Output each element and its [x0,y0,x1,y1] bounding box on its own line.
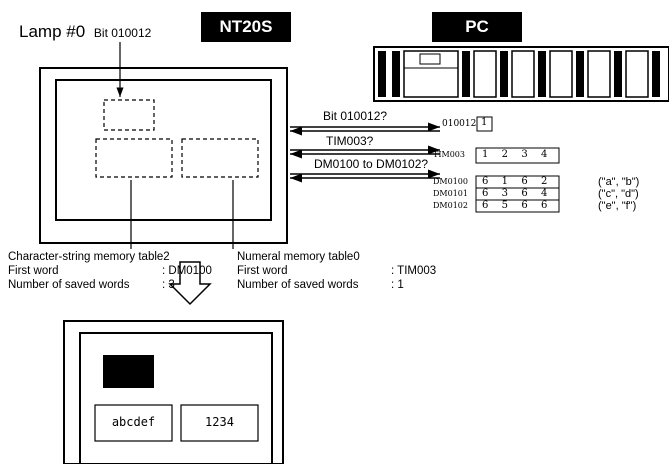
timer-address: TIM003 [433,150,465,159]
dm-digit: 4 [541,188,560,199]
dm-digit: 6 [482,200,501,211]
pc-hardware [374,47,669,101]
timer-digit: 4 [541,149,560,160]
dm-address: DM0100 [433,177,468,186]
string-first-word-label: First word [8,264,162,278]
string-first-word-value: : DM0100 [162,264,212,278]
nt20s-terminal [40,68,287,243]
dm-digits-row: 6 3 6 4 [482,188,560,199]
dm-chars: ("c", "d") [598,188,639,200]
dm-digits-row: 6 1 6 2 [482,176,560,187]
lamp-area [104,100,154,130]
numeral-saved-value: : 1 [391,278,404,292]
timer-digit: 2 [502,149,521,160]
numeral-first-word-label: First word [237,264,391,278]
dm-digit: 2 [541,176,560,187]
timer-digits: 1 2 3 4 [482,149,560,160]
dm-chars: ("e", "f") [598,200,636,212]
dm-digit: 6 [541,200,560,211]
string-saved-value: : 3 [162,278,175,292]
numeral-table-title: Numeral memory table0 [237,250,467,264]
string-table-title: Character-string memory table2 [8,250,240,264]
numeral-table-info: Numeral memory table0 First word : TIM00… [237,250,467,292]
dm-digit: 6 [521,188,540,199]
bit-address: 010012 [442,119,476,129]
numeral-display-area [182,139,258,177]
string-table-info: Character-string memory table2 First wor… [8,250,240,292]
dm-digit: 1 [502,176,521,187]
string-display-area [96,139,172,177]
dm-digit: 6 [482,176,501,187]
bit-query-label: Bit 010012? [323,109,387,123]
tim-query-label: TIM003? [326,134,373,148]
dm-digit: 5 [502,200,521,211]
numeral-display-text: 1234 [181,415,258,429]
dm-digit: 6 [482,188,501,199]
dm-digit: 6 [521,176,540,187]
dm-query-label: DM0100 to DM0102? [314,157,428,171]
dm-digits-row: 6 5 6 6 [482,200,560,211]
dm-digit: 6 [521,200,540,211]
dm-address: DM0101 [433,189,468,198]
lamp-lit [103,355,154,388]
numeral-first-word-value: : TIM003 [391,264,436,278]
dm-chars: ("a", "b") [598,176,639,188]
string-display-text: abcdef [95,415,172,429]
string-saved-label: Number of saved words [8,278,162,292]
dm-address: DM0102 [433,201,468,210]
dm-digit: 3 [502,188,521,199]
numeral-saved-label: Number of saved words [237,278,391,292]
bit-value: 1 [481,117,487,128]
timer-digit: 1 [482,149,501,160]
timer-digit: 3 [521,149,540,160]
result-terminal [64,321,283,464]
